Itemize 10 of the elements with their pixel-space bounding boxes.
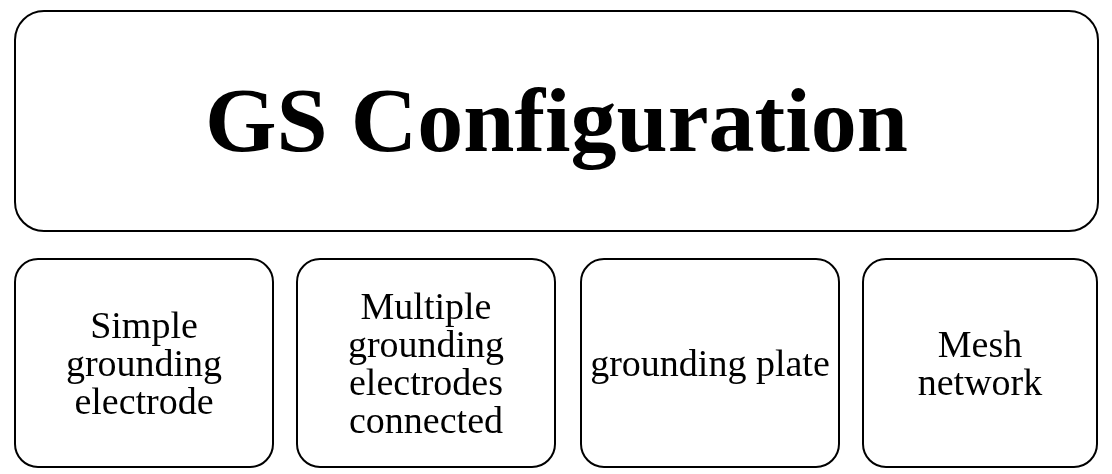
box-label: Simple grounding electrode [64, 306, 224, 420]
category-box [580, 258, 840, 468]
heading-box [14, 10, 1099, 232]
box-label: grounding plate [589, 344, 831, 382]
category-box [296, 258, 556, 468]
category-box [14, 258, 274, 468]
category-box [862, 258, 1098, 468]
box-label: Multiple grounding electrodes connected [346, 287, 506, 439]
box-label: Mesh network [916, 325, 1044, 401]
heading-text: GS Configuration [204, 70, 909, 172]
